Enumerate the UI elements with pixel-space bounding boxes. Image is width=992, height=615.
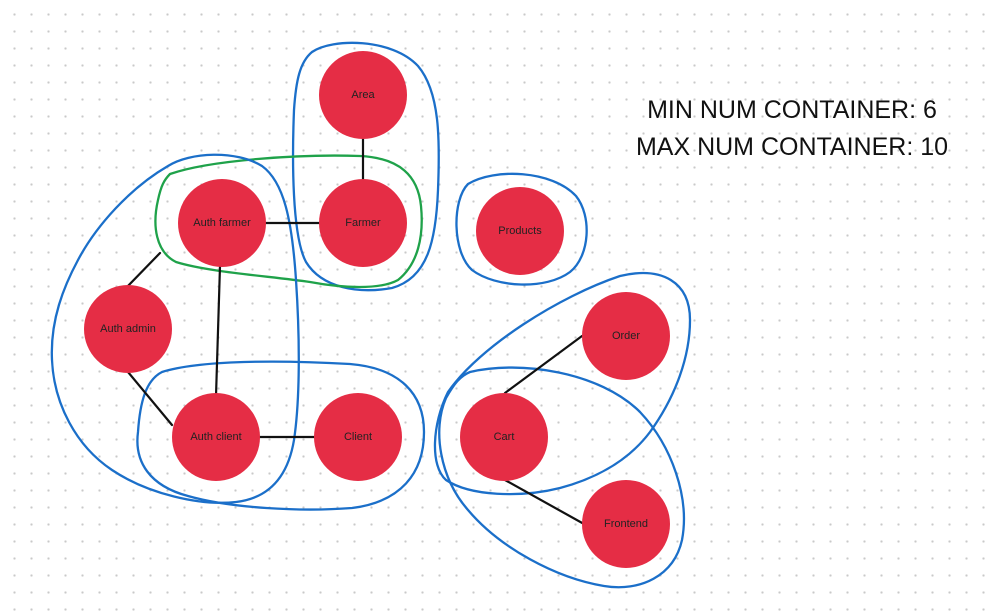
node-cart[interactable]: Cart (460, 393, 548, 481)
node-area-label: Area (351, 89, 375, 101)
node-products[interactable]: Products (476, 187, 564, 275)
group-outlines (50, 41, 692, 589)
edge-authfarmer-authclient (214, 264, 222, 398)
edge-cart-frontend (503, 478, 586, 526)
node-order-circle (582, 292, 670, 380)
group-outline-products (455, 172, 588, 286)
node-area-circle (319, 51, 407, 139)
group-outline-cart-frontend (438, 366, 686, 589)
node-auth-client[interactable]: Auth client (172, 393, 260, 481)
group-outline-area-farmer (291, 41, 440, 292)
node-auth-client-circle (172, 393, 260, 481)
node-order-label: Order (612, 330, 640, 342)
node-farmer-label: Farmer (345, 217, 381, 229)
node-client[interactable]: Client (314, 393, 402, 481)
node-farmer-circle (319, 179, 407, 267)
group-outline-client (136, 360, 426, 511)
node-products-label: Products (498, 225, 542, 237)
edge-cart-order (503, 334, 584, 395)
edges (125, 136, 586, 526)
node-cart-label: Cart (494, 431, 515, 443)
node-farmer[interactable]: Farmer (319, 179, 407, 267)
max-container-label: MAX NUM CONTAINER: 10 (635, 133, 949, 161)
node-frontend-circle (582, 480, 670, 568)
node-auth-admin[interactable]: Auth admin (84, 285, 172, 373)
node-auth-farmer-label: Auth farmer (193, 217, 251, 229)
group-outline-auth (50, 153, 300, 504)
node-frontend[interactable]: Frontend (582, 480, 670, 568)
group-outline-farmer-authfarmer (154, 154, 423, 289)
node-products-circle (476, 187, 564, 275)
node-auth-farmer[interactable]: Auth farmer (178, 179, 266, 267)
node-cart-circle (460, 393, 548, 481)
node-auth-farmer-circle (178, 179, 266, 267)
node-auth-admin-label: Auth admin (100, 323, 156, 335)
node-area[interactable]: Area (319, 51, 407, 139)
node-client-label: Client (344, 431, 372, 443)
container-limits: MIN NUM CONTAINER: 6 MAX NUM CONTAINER: … (612, 92, 972, 166)
node-client-circle (314, 393, 402, 481)
min-container-label: MIN NUM CONTAINER: 6 (647, 96, 937, 124)
node-auth-client-label: Auth client (190, 431, 241, 443)
node-order[interactable]: Order (582, 292, 670, 380)
node-frontend-label: Frontend (604, 518, 648, 530)
edge-authadmin-authclient (126, 370, 174, 427)
edge-authfarmer-authadmin (125, 251, 162, 289)
node-auth-admin-circle (84, 285, 172, 373)
